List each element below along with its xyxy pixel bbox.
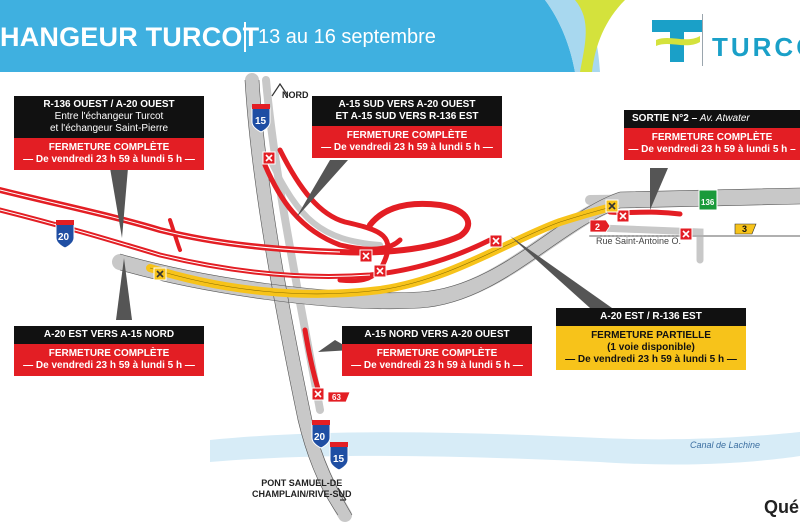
callout-subtitle: et l'échangeur Saint-Pierre <box>49 123 169 134</box>
south-arrow-icon <box>337 487 347 501</box>
svg-text:20: 20 <box>58 232 70 243</box>
logo-text: TURCO <box>712 32 800 62</box>
svg-text:15: 15 <box>255 116 267 127</box>
callout-subtitle: Av. Atwater <box>699 113 750 124</box>
highway-15-top-shield: 15 <box>251 104 271 133</box>
callout-pointers <box>110 160 668 352</box>
highway-20-left-shield: 20 <box>55 220 75 249</box>
logo-divider <box>702 14 703 66</box>
svg-text:136: 136 <box>701 198 715 207</box>
callout-heading: A-20 EST VERS A-15 NORD <box>43 329 175 340</box>
exit-2-sign: 2 <box>589 219 611 233</box>
callout-status: FERMETURE COMPLÈTE <box>376 348 498 359</box>
svg-text:63: 63 <box>332 393 341 402</box>
callout-heading: R-136 OUEST / A-20 OUEST <box>43 99 175 110</box>
north-label: NORD <box>282 90 309 100</box>
callout-heading: A-15 SUD VERS A-20 OUEST <box>338 99 476 110</box>
callout-a15-nord: A-15 NORD VERS A-20 OUEST FERMETURE COMP… <box>342 326 532 376</box>
callout-header: A-20 EST / R-136 EST <box>556 308 746 326</box>
bridge-label: PONT SAMUEL-DE CHAMPLAIN/RIVE-SUD <box>252 478 352 500</box>
callout-time: — De vendredi 23 h 59 à lundi 5 h — <box>23 154 195 165</box>
callout-subtitle: Entre l'échangeur Turcot <box>54 111 164 122</box>
closure-x-icon <box>489 234 503 248</box>
street-label: Rue Saint-Antoine O. <box>596 236 682 246</box>
callout-status: FERMETURE COMPLÈTE <box>48 348 170 359</box>
callout-header: A-15 SUD VERS A-20 OUEST ET A-15 SUD VER… <box>312 96 502 126</box>
title-separator <box>244 22 246 52</box>
partial-closure-edge <box>149 205 616 295</box>
callout-heading: A-15 NORD VERS A-20 OUEST <box>364 329 510 340</box>
canal-label: Canal de Lachine <box>690 440 761 450</box>
callout-header: R-136 OUEST / A-20 OUEST Entre l'échange… <box>14 96 204 138</box>
callout-r136-est: A-20 EST / R-136 EST FERMETURE PARTIELLE… <box>556 308 746 370</box>
canal-water <box>210 432 800 465</box>
highway-20-bottom-shield: 20 <box>311 420 331 449</box>
closure-x-icon <box>679 227 693 241</box>
svg-text:3: 3 <box>742 224 747 234</box>
partial-x-icon <box>605 199 619 213</box>
header-banner: HANGEUR TURCOT 13 au 16 septembre TURCO <box>0 0 800 72</box>
callout-header: A-15 NORD VERS A-20 OUEST <box>342 326 532 344</box>
page-title: HANGEUR TURCOT <box>0 22 260 52</box>
svg-text:2: 2 <box>595 222 600 232</box>
partial-x-icon <box>153 267 167 281</box>
exit-3-sign: 3 <box>734 223 757 235</box>
callout-heading: A-20 EST / R-136 EST <box>600 311 702 322</box>
callout-time: — De vendredi 23 h 59 à lundi 5 h — <box>321 142 493 153</box>
callout-status: FERMETURE COMPLÈTE <box>651 132 773 143</box>
callout-status-box: FERMETURE COMPLÈTE — De vendredi 23 h 59… <box>14 138 204 170</box>
svg-text:20: 20 <box>314 432 326 443</box>
callout-status-box: FERMETURE COMPLÈTE — De vendredi 23 h 59… <box>14 344 204 376</box>
callout-status-box: FERMETURE COMPLÈTE — De vendredi 23 h 59… <box>312 126 502 158</box>
highway-15-bottom-shield: 15 <box>329 442 349 471</box>
callout-header: A-20 EST VERS A-15 NORD <box>14 326 204 344</box>
callout-header: SORTIE N°2 – Av. Atwater <box>624 110 800 128</box>
callout-status-box: FERMETURE PARTIELLE (1 voie disponible) … <box>556 326 746 370</box>
header-background <box>0 0 625 72</box>
callout-a20-est: A-20 EST VERS A-15 NORD FERMETURE COMPLÈ… <box>14 326 204 376</box>
callout-time: — De vendredi 23 h 59 à lundi 5 h — <box>23 360 195 371</box>
bridge-label-line-1: PONT SAMUEL-DE <box>261 478 343 488</box>
callout-status-detail: (1 voie disponible) <box>607 342 695 353</box>
route-136-shield: 136 <box>698 189 718 211</box>
callout-time: — De vendredi 23 h 59 à lundi 5 h — <box>565 354 737 365</box>
callout-sortie-2: SORTIE N°2 – Av. Atwater FERMETURE COMPL… <box>624 110 800 160</box>
closure-markers <box>153 151 693 401</box>
callout-r136-ouest: R-136 OUEST / A-20 OUEST Entre l'échange… <box>14 96 204 170</box>
callout-status: FERMETURE PARTIELLE <box>591 330 711 341</box>
callout-status: FERMETURE COMPLÈTE <box>346 130 468 141</box>
closure-x-icon <box>311 387 325 401</box>
callout-time: — De vendredi 23 h 59 à lundi 5 h — <box>351 360 523 371</box>
callout-heading: ET A-15 SUD VERS R-136 EST <box>335 111 479 122</box>
bridge-label-line-2: CHAMPLAIN/RIVE-SUD <box>252 489 352 499</box>
svg-text:15: 15 <box>333 454 345 465</box>
callout-time: — De vendredi 23 h 59 à lundi 5 h – <box>628 144 796 155</box>
callout-status-box: FERMETURE COMPLÈTE — De vendredi 23 h 59… <box>624 128 800 160</box>
callout-a15-sud: A-15 SUD VERS A-20 OUEST ET A-15 SUD VER… <box>312 96 502 158</box>
north-arrow-icon <box>271 82 289 97</box>
closure-x-icon <box>262 151 276 165</box>
callout-heading: SORTIE N°2 – <box>632 113 698 124</box>
callout-status: FERMETURE COMPLÈTE <box>48 142 170 153</box>
callout-status-box: FERMETURE COMPLÈTE — De vendredi 23 h 59… <box>342 344 532 376</box>
turcot-logo-icon <box>652 20 702 62</box>
closure-x-icon <box>359 249 373 263</box>
closure-x-icon <box>616 209 630 223</box>
closure-x-icon <box>373 264 387 278</box>
exit-63-sign: 63 <box>327 391 351 403</box>
footer-brand: Qué <box>764 497 800 517</box>
page-dates: 13 au 16 septembre <box>258 26 436 48</box>
